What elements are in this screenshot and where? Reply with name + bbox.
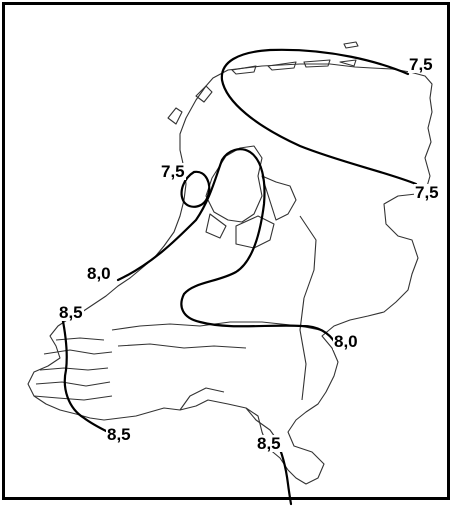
isoline-label-8-5-south: 8,5 — [256, 434, 282, 453]
isoline-label-8-5-west: 8,5 — [58, 303, 84, 322]
map-frame — [2, 2, 450, 500]
isoline-label-8-5-south-west: 8,5 — [106, 425, 132, 444]
isoline-8-5-west — [60, 314, 110, 434]
isoline-label-7-5-north: 7,5 — [408, 55, 434, 74]
isoline-label-8-0-west: 8,0 — [86, 264, 112, 283]
isoline-7-5-north — [220, 48, 418, 186]
isoline-label-8-0-east: 8,0 — [333, 332, 359, 351]
isoline-8-0 — [116, 148, 338, 346]
isoline-7-5-loop — [180, 170, 211, 208]
isoline-label-7-5-east: 7,5 — [414, 183, 440, 202]
coastline-outline — [27, 41, 433, 485]
isoline-label-7-5-west: 7,5 — [160, 162, 186, 181]
